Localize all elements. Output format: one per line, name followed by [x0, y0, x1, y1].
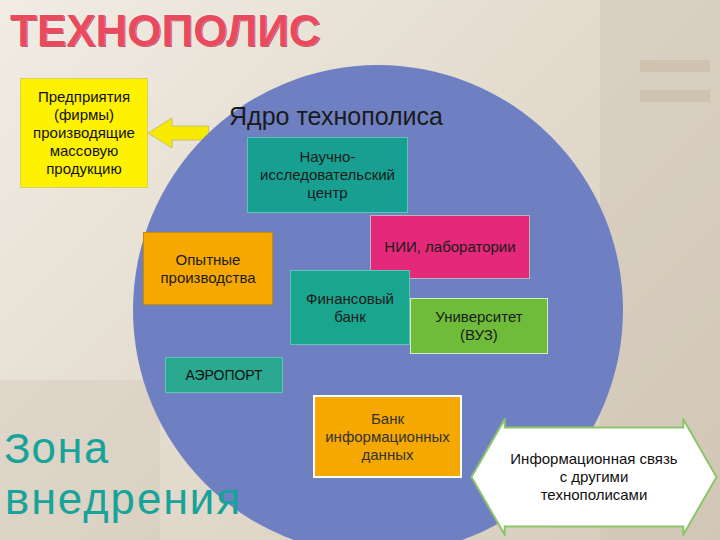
- data-bank-box: Банк информационных данных: [313, 395, 462, 478]
- box-text: Предприятия (фирмы) производящие массову…: [27, 88, 141, 178]
- zone-label: Зона внедрения: [4, 426, 254, 527]
- finance-bank-box: Финансовый банк: [290, 270, 410, 345]
- pilot-production-box: Опытные производства: [143, 232, 273, 305]
- box-text: Финансовый банк: [297, 290, 403, 326]
- company-box: Предприятия (фирмы) производящие массову…: [20, 78, 148, 188]
- university-box: Университет (ВУЗ): [410, 298, 548, 354]
- page-title: ТЕХНОПОЛИС: [10, 6, 321, 56]
- box-text: Научно- исследовательский центр: [254, 148, 401, 202]
- info-link-arrow: Информационная связь с другими технополи…: [470, 418, 718, 536]
- box-text: НИИ, лаборатории: [384, 238, 515, 256]
- box-text: Опытные производства: [150, 251, 266, 287]
- research-center-box: Научно- исследовательский центр: [247, 137, 408, 213]
- box-text: Информационная связь с другими технополи…: [510, 450, 678, 504]
- airport-box: АЭРОПОРТ: [165, 357, 283, 393]
- box-text: Университет (ВУЗ): [417, 308, 541, 344]
- box-text: АЭРОПОРТ: [185, 367, 262, 384]
- box-text: Банк информационных данных: [321, 410, 454, 464]
- core-heading: Ядро технополиса: [229, 101, 479, 131]
